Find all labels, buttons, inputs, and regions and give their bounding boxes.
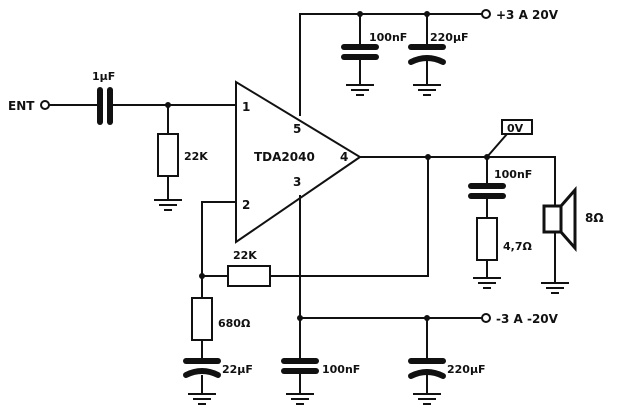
positive-supply-label: +3 A 20V: [496, 8, 559, 22]
speaker-icon: [542, 186, 577, 252]
pos-100nf-capacitor: [341, 44, 379, 60]
gain-capacitor: [183, 358, 221, 378]
ground-icon: [473, 277, 501, 289]
ground-icon: [286, 393, 314, 405]
negative-terminal[interactable]: [481, 313, 491, 323]
negative-supply-label: -3 A -20V: [496, 312, 559, 326]
neg-100nf-label: 100nF: [322, 363, 360, 376]
input-capacitor: [97, 87, 113, 125]
pos-100nf-label: 100nF: [369, 31, 407, 44]
pin4-number: 4: [340, 150, 348, 164]
input-terminal[interactable]: [40, 100, 50, 110]
pos-220uf-capacitor: [408, 44, 446, 65]
zero-volt-marker-leader: [485, 132, 509, 159]
zobel-resistor: [476, 217, 498, 261]
pin5-number: 5: [293, 122, 301, 136]
feedback-resistor-label: 22K: [233, 249, 257, 262]
pin1-number: 1: [242, 100, 250, 114]
positive-terminal[interactable]: [481, 9, 491, 19]
pos-220uf-label: 220µF: [430, 31, 469, 44]
ground-icon: [346, 84, 374, 96]
ic-name: TDA2040: [254, 150, 315, 164]
bias-resistor: [157, 133, 179, 177]
zero-volt-marker-label: 0V: [507, 122, 524, 135]
neg-220uf-capacitor: [408, 358, 446, 379]
gain-capacitor-label: 22µF: [222, 363, 253, 376]
ground-icon: [154, 199, 182, 211]
zobel-capacitor: [468, 183, 506, 199]
ground-icon: [541, 282, 569, 294]
speaker-label: 8Ω: [585, 211, 604, 225]
feedback-resistor: [227, 265, 271, 287]
input-label: ENT: [8, 99, 35, 113]
gain-resistor: [191, 297, 213, 341]
ground-icon: [413, 393, 441, 405]
zobel-resistor-label: 4,7Ω: [503, 240, 532, 253]
neg-220uf-label: 220µF: [447, 363, 486, 376]
tda2040-amplifier: [235, 80, 362, 244]
zero-volt-marker-box: [501, 119, 533, 135]
input-capacitor-label: 1µF: [92, 70, 115, 83]
pin2-number: 2: [242, 198, 250, 212]
neg-100nf-capacitor: [281, 358, 319, 374]
gain-resistor-label: 680Ω: [218, 317, 251, 330]
ground-icon: [188, 393, 216, 405]
pin3-number: 3: [293, 175, 301, 189]
ground-icon: [413, 84, 441, 96]
zobel-capacitor-label: 100nF: [494, 168, 532, 181]
bias-resistor-label: 22K: [184, 150, 208, 163]
